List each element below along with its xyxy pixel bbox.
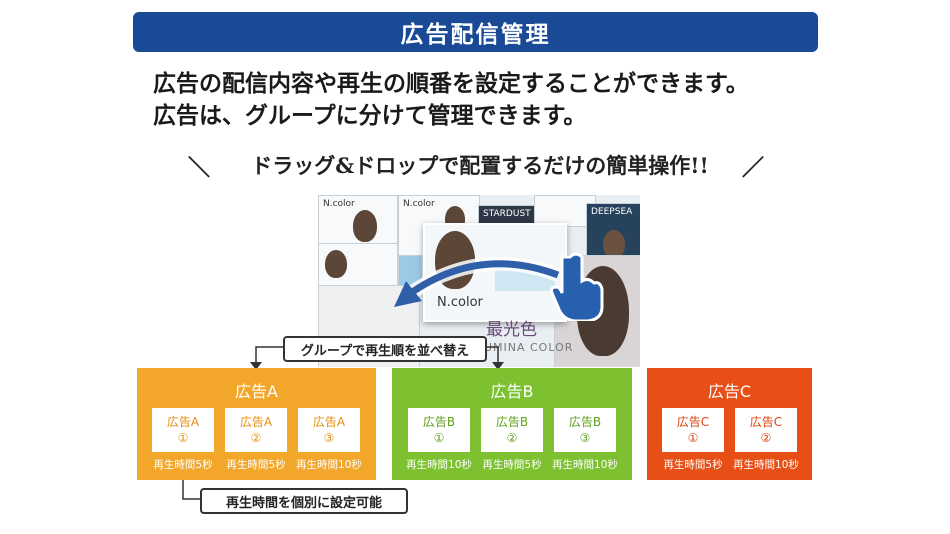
tagline-accent-right: ／ bbox=[742, 156, 765, 181]
ad-group-a[interactable]: 広告A 広告A ① 再生時間5秒 広告A ② 再生時間5秒 広告A ③ 再生時間… bbox=[137, 368, 376, 480]
model-photo bbox=[353, 210, 377, 242]
ad-group-c[interactable]: 広告C 広告C ① 再生時間5秒 広告C ② 再生時間10秒 bbox=[647, 368, 812, 480]
ad-card-number: ② bbox=[250, 431, 262, 445]
ad-card[interactable]: 広告C ② bbox=[735, 408, 797, 452]
ad-card-name: 広告C bbox=[749, 415, 783, 429]
ad-card-number: ① bbox=[687, 431, 699, 445]
ad-card-number: ② bbox=[760, 431, 772, 445]
ad-duration[interactable]: 再生時間10秒 bbox=[733, 459, 799, 471]
ad-thumb-3-brand: STARDUST bbox=[483, 209, 531, 219]
group-title: 広告B bbox=[490, 382, 534, 401]
ad-card-number: ① bbox=[433, 431, 445, 445]
ad-card[interactable]: 広告B ③ bbox=[554, 408, 616, 452]
curved-arrow-icon bbox=[394, 256, 561, 307]
ad-card[interactable]: 広告C ① bbox=[662, 408, 724, 452]
description-line-1: 広告の配信内容や再生の順番を設定することができます。 bbox=[153, 71, 749, 97]
ad-card-name: 広告B bbox=[422, 415, 456, 429]
ad-thumb-6[interactable] bbox=[318, 243, 398, 287]
ad-card-name: 広告A bbox=[166, 415, 200, 429]
ad-thumb-2-brand: N.color bbox=[403, 199, 435, 209]
ad-hero-subtitle: ILLUMINA COLOR bbox=[466, 341, 574, 354]
ad-duration[interactable]: 再生時間5秒 bbox=[226, 459, 286, 471]
tagline-accent-left: ＼ bbox=[188, 156, 211, 181]
ad-card[interactable]: 広告A ③ bbox=[298, 408, 360, 452]
ad-card-name: 広告B bbox=[568, 415, 602, 429]
callout-reorder-text: グループで再生順を並べ替え bbox=[300, 343, 470, 359]
ad-card[interactable]: 広告B ② bbox=[481, 408, 543, 452]
page-title-bar: 広告配信管理 bbox=[133, 12, 818, 52]
group-title: 広告A bbox=[235, 382, 278, 401]
hand-pointer-icon bbox=[550, 252, 604, 321]
ad-duration[interactable]: 再生時間5秒 bbox=[482, 459, 542, 471]
ad-duration[interactable]: 再生時間5秒 bbox=[663, 459, 723, 471]
ad-thumb-5-brand: DEEPSEA bbox=[591, 207, 633, 217]
ad-duration[interactable]: 再生時間10秒 bbox=[406, 459, 472, 471]
ad-card-name: 広告B bbox=[495, 415, 529, 429]
group-title: 広告C bbox=[707, 382, 752, 401]
ad-card[interactable]: 広告A ① bbox=[152, 408, 214, 452]
ad-duration[interactable]: 再生時間10秒 bbox=[296, 459, 362, 471]
ad-duration[interactable]: 再生時間10秒 bbox=[552, 459, 618, 471]
ad-hero-title: 最光色 bbox=[486, 320, 537, 340]
model-photo bbox=[325, 250, 347, 278]
callout-duration-text: 再生時間を個別に設定可能 bbox=[225, 495, 382, 511]
dragged-ad-brand: N.color bbox=[437, 295, 483, 310]
ad-thumb-1-brand: N.color bbox=[323, 199, 355, 209]
callout-reorder: グループで再生順を並べ替え bbox=[283, 336, 487, 362]
ad-group-b[interactable]: 広告B 広告B ① 再生時間10秒 広告B ② 再生時間5秒 広告B ③ 再生時… bbox=[392, 368, 632, 480]
ad-card-number: ① bbox=[177, 431, 189, 445]
ad-card-number: ③ bbox=[579, 431, 591, 445]
description: 広告の配信内容や再生の順番を設定することができます。 広告は、グループに分けて管… bbox=[153, 68, 749, 132]
ad-card-number: ③ bbox=[323, 431, 335, 445]
callout-duration: 再生時間を個別に設定可能 bbox=[200, 488, 408, 514]
ad-card[interactable]: 広告B ① bbox=[408, 408, 470, 452]
description-line-2: 広告は、グループに分けて管理できます。 bbox=[153, 103, 587, 129]
ad-card[interactable]: 広告A ② bbox=[225, 408, 287, 452]
ad-card-name: 広告C bbox=[676, 415, 710, 429]
ad-card-number: ② bbox=[506, 431, 518, 445]
ad-card-name: 広告A bbox=[312, 415, 346, 429]
tagline: ドラッグ&ドロップで配置するだけの簡単操作!! bbox=[251, 153, 709, 178]
ad-duration[interactable]: 再生時間5秒 bbox=[153, 459, 213, 471]
model-photo bbox=[603, 230, 625, 258]
ad-card-name: 広告A bbox=[239, 415, 273, 429]
page-title: 広告配信管理 bbox=[400, 22, 551, 48]
